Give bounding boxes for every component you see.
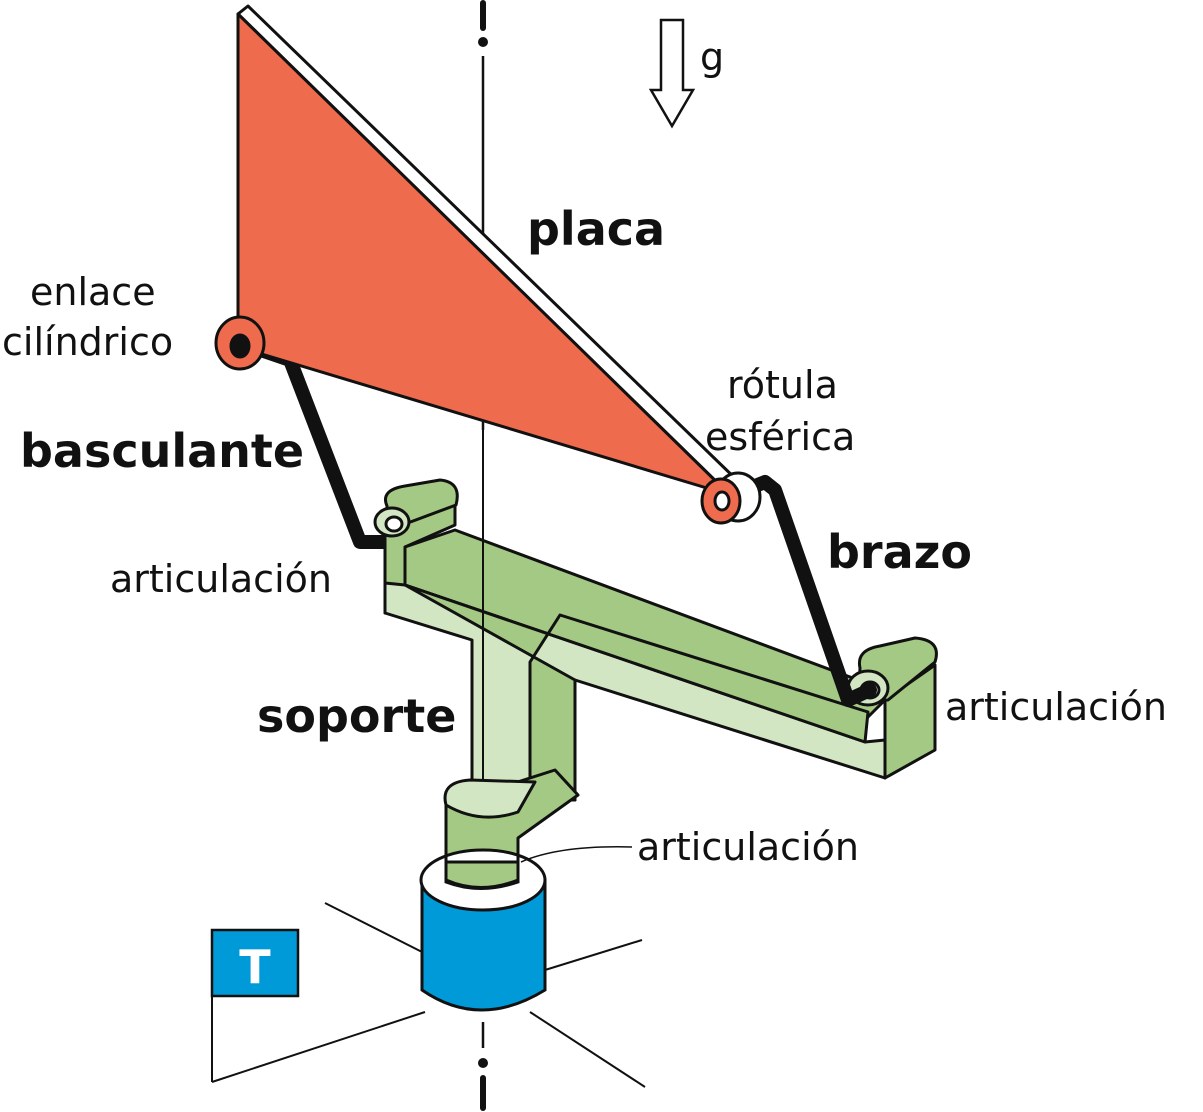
hinge-right-label: articulación	[945, 685, 1167, 729]
base-cylinder	[419, 808, 547, 1012]
spherical-joint	[700, 471, 762, 525]
hinge-base-label: articulación	[637, 825, 859, 869]
ball-joint-label-line2: esférica	[705, 415, 855, 459]
ground-lines	[211, 902, 646, 1088]
cylindrical-link-label-line1: enlace	[30, 270, 156, 314]
support-label: soporte	[257, 689, 456, 743]
frame-flag-label: T	[239, 940, 271, 994]
hinge-left-label: articulación	[110, 557, 332, 601]
ball-joint-label-line1: rótula	[727, 363, 838, 407]
leader-line-base	[520, 846, 633, 863]
frame-flag: T	[210, 928, 300, 998]
rocker-label: basculante	[20, 424, 304, 478]
arm-label: brazo	[827, 525, 972, 579]
plate-label: placa	[527, 202, 665, 256]
gravity-arrow-icon	[648, 18, 696, 129]
vertical-axis-bottom	[478, 1022, 488, 1111]
plate	[236, 4, 744, 497]
support-crossbar	[383, 528, 887, 802]
gravity-label: g	[700, 35, 724, 79]
cylindrical-link-label-line2: cilíndrico	[2, 320, 173, 364]
cylindrical-joint	[214, 315, 266, 371]
